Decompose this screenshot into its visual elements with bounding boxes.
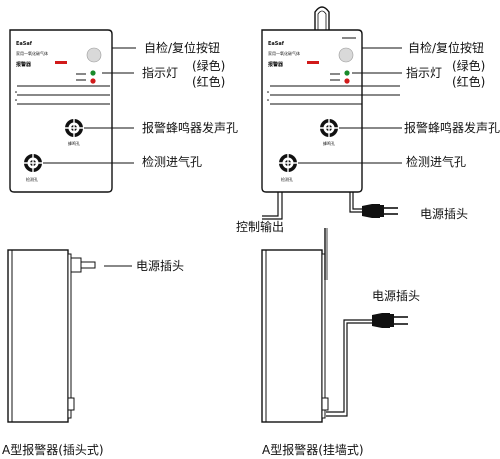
control-output-cable	[262, 192, 279, 217]
brand-label: EaSaf	[268, 41, 285, 47]
callout-self-test: 自检/复位按钮	[144, 40, 220, 55]
sensor-grille-icon	[279, 154, 297, 172]
plug-base	[70, 257, 82, 273]
power-cable	[326, 322, 372, 417]
front-view-plug-type: EaSaf 家用一氧化碳气体 报警器 蜂鸣孔 检测孔	[9, 29, 136, 193]
device-body	[9, 29, 113, 193]
callout-sensor: 检测进气孔	[142, 154, 202, 169]
buzzer-small-label: 蜂鸣孔	[68, 140, 80, 146]
buzzer-grille-icon	[320, 119, 338, 137]
buzzer-small-label: 蜂鸣孔	[323, 140, 335, 146]
red-stripe	[307, 61, 319, 64]
self-test-button	[338, 47, 354, 63]
device-name-label: 报警器	[16, 61, 32, 68]
plug-icon	[362, 204, 398, 218]
panel-dot	[15, 91, 17, 93]
side-view-wall-type: 电源插头	[261, 228, 420, 423]
bottom-tab	[67, 397, 75, 411]
front-view-wall-type: EaSaf 家用一氧化碳气体 报警器 蜂鸣孔 检测孔	[261, 6, 402, 220]
power-cable	[326, 319, 372, 413]
device-name-label: 报警器	[268, 61, 284, 68]
buzzer-grille-icon	[65, 119, 83, 137]
green-led	[344, 70, 350, 76]
brand-label: EaSaf	[16, 41, 33, 47]
plug-pin	[80, 261, 96, 269]
subtitle-label: 家用一氧化碳气体	[16, 50, 48, 56]
control-output-cable	[262, 192, 283, 220]
callout-power-plug: 电源插头	[136, 259, 184, 273]
green-led	[90, 70, 96, 76]
callout-indicator-green: (绿色)	[452, 58, 485, 73]
caption-wall-type: A型报警器(挂墙式)	[262, 442, 364, 457]
callout-sensor: 检测进气孔	[406, 154, 466, 169]
middle-callouts: 自检/复位按钮 指示灯 (绿色) (红色) 报警蜂鸣器发声孔 检测进气孔	[142, 40, 238, 169]
self-test-button	[86, 47, 102, 63]
side-body	[261, 249, 323, 423]
callout-self-test: 自检/复位按钮	[408, 40, 484, 55]
back-plate	[321, 253, 326, 419]
callout-power-plug: 电源插头	[372, 289, 420, 303]
callout-control-output: 控制输出	[236, 219, 284, 234]
bottom-tab	[321, 397, 329, 411]
panel-dot	[267, 99, 269, 101]
back-plate	[67, 253, 72, 419]
side-view-plug-type: 电源插头	[7, 249, 184, 423]
sensor-grille-icon	[24, 154, 42, 172]
device-body	[261, 29, 363, 193]
callout-indicator: 指示灯	[406, 65, 442, 80]
power-cable	[352, 192, 362, 210]
side-body	[7, 249, 69, 423]
callout-buzzer: 报警蜂鸣器发声孔	[142, 120, 238, 135]
hanging-loop-inner	[317, 10, 327, 30]
caption-plug-type: A型报警器(插头式)	[2, 442, 104, 457]
callout-indicator-red: (红色)	[192, 74, 225, 89]
callout-power-plug: 电源插头	[420, 207, 468, 221]
sensor-small-label: 检测孔	[281, 176, 293, 182]
panel-dot	[15, 99, 17, 101]
red-stripe	[55, 61, 67, 64]
right-callouts: 自检/复位按钮 指示灯 (绿色) (红色) 报警蜂鸣器发声孔 检测进气孔 控制输…	[236, 40, 500, 234]
panel-dot	[267, 91, 269, 93]
plug-icon	[372, 313, 408, 328]
callout-indicator: 指示灯	[142, 65, 178, 80]
red-led	[344, 78, 350, 84]
callout-indicator-green: (绿色)	[192, 58, 225, 73]
subtitle-label: 家用一氧化碳气体	[268, 50, 300, 56]
callout-buzzer: 报警蜂鸣器发声孔	[404, 120, 500, 135]
power-cable	[349, 192, 362, 213]
hanging-loop	[314, 6, 330, 30]
callout-indicator-red: (红色)	[452, 74, 485, 89]
red-led	[90, 78, 96, 84]
sensor-small-label: 检测孔	[26, 176, 38, 182]
